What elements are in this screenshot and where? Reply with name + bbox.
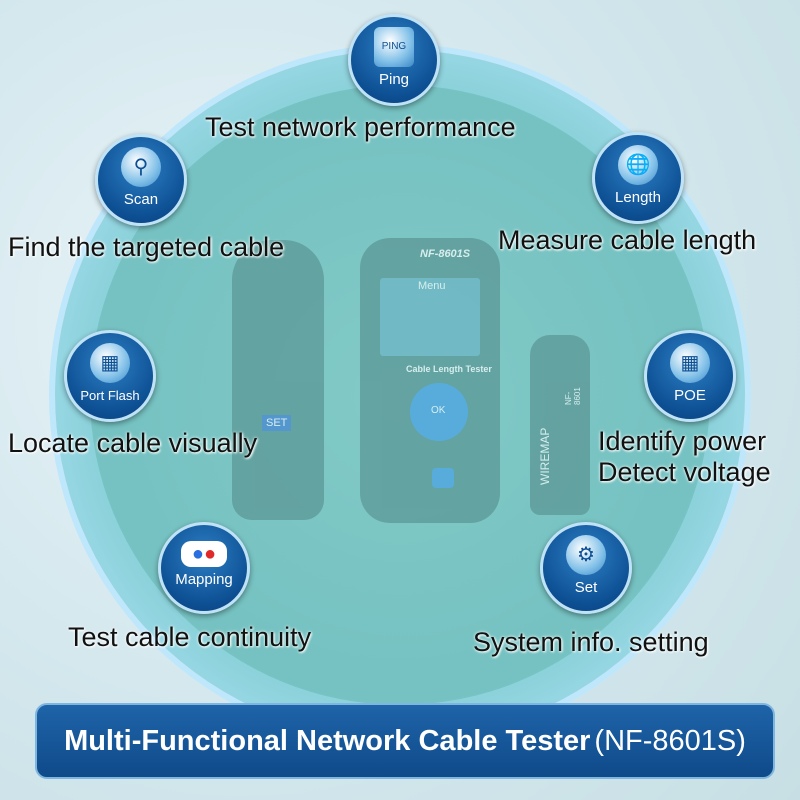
feature-caption: Measure cable length — [498, 225, 757, 255]
banner-title: Multi-Functional Network Cable Tester — [64, 724, 591, 757]
gear-icon: ⚙ — [566, 535, 606, 575]
remote-device: WIREMAP NF-8601 — [530, 335, 590, 515]
main-tester-device: NF-8601S Menu Cable Length Tester OK — [360, 238, 500, 523]
feature-ping: PING Ping — [348, 14, 440, 106]
feature-caption: Detect voltage — [598, 457, 771, 487]
feature-caption: System info. setting — [473, 627, 709, 657]
power-button — [432, 468, 454, 488]
feature-caption: Identify power — [598, 426, 767, 456]
feature-label: Mapping — [175, 571, 233, 588]
screen-title: Menu — [418, 280, 446, 292]
feature-scan: ⚲ Scan — [95, 134, 187, 226]
feature-caption: Test cable continuity — [68, 622, 312, 652]
feature-length: 🌐 Length — [592, 132, 684, 224]
device-screen: Menu — [380, 278, 480, 356]
ethernet-port-icon: ▦ — [90, 343, 130, 383]
feature-set: ⚙ Set — [540, 522, 632, 614]
feature-label: Port Flash — [80, 388, 140, 403]
probe-device: SET — [232, 240, 324, 520]
title-banner: Multi-Functional Network Cable Tester (N… — [35, 703, 775, 779]
feature-label: Length — [615, 189, 661, 206]
ok-button: OK — [431, 405, 446, 416]
remote-label: WIREMAP — [538, 427, 552, 485]
feature-label: POE — [674, 387, 706, 404]
feature-label: Scan — [123, 191, 159, 208]
magnifier-icon: ⚲ — [121, 147, 161, 187]
terminal-icon: PING — [374, 27, 414, 67]
probe-set-label: SET — [262, 415, 292, 431]
feature-label: Ping — [378, 71, 410, 88]
feature-mapping: ●● Mapping — [158, 522, 250, 614]
ethernet-port-icon: ▦ — [670, 343, 710, 383]
remote-model: NF-8601 — [564, 387, 582, 405]
feature-caption: Find the targeted cable — [8, 232, 285, 262]
feature-poe: ▦ POE — [644, 330, 736, 422]
device-model: NF-8601S — [420, 248, 471, 260]
device-label: Cable Length Tester — [406, 364, 492, 374]
dpad: OK — [410, 383, 468, 441]
banner-model: (NF-8601S) — [594, 724, 746, 757]
feature-caption: Test network performance — [205, 112, 516, 142]
feature-label: Set — [574, 579, 598, 596]
feature-caption: Locate cable visually — [8, 428, 258, 458]
feature-port-flash: ▦ Port Flash — [64, 330, 156, 422]
globe-icon: 🌐 — [618, 145, 658, 185]
dual-dots-icon: ●● — [181, 541, 227, 567]
